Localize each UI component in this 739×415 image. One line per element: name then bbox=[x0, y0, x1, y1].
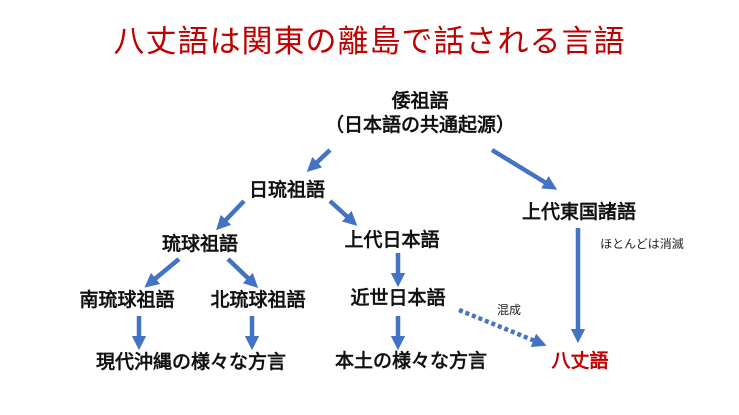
node-proto-wa-name: 倭祖語 bbox=[391, 90, 449, 112]
arrow-protowa-to-eastern bbox=[490, 148, 558, 190]
node-proto-wa-subtitle: （日本語の共通起源） bbox=[324, 114, 516, 136]
node-mainland-dialects: 本土の様々な方言 bbox=[334, 350, 488, 372]
node-eastern-old-japanese: 上代東国諸語 bbox=[521, 201, 637, 223]
node-early-modern-japanese: 近世日本語 bbox=[350, 287, 446, 309]
arrow-earlymodern-to-hachijo-dotted bbox=[458, 307, 547, 347]
note-mostly-extinct: ほとんどは消滅 bbox=[600, 237, 684, 251]
node-modern-okinawan-dialects: 現代沖縄の様々な方言 bbox=[95, 351, 287, 373]
arrow-protowa-to-protojaponic bbox=[306, 148, 332, 172]
node-north-ryukyuan: 北琉球祖語 bbox=[210, 289, 306, 311]
arrow-ryukyuan-to-south bbox=[144, 257, 181, 288]
arrow-protojaponic-to-ryukyuan bbox=[216, 199, 246, 231]
node-old-japanese: 上代日本語 bbox=[344, 229, 440, 251]
arrow-ryukyuan-to-north bbox=[226, 257, 259, 288]
node-south-ryukyuan: 南琉球祖語 bbox=[79, 289, 175, 311]
node-proto-japonic: 日琉祖語 bbox=[248, 179, 326, 201]
node-hachijo: 八丈語 bbox=[551, 350, 609, 372]
node-proto-wa: 倭祖語 （日本語の共通起源） bbox=[325, 89, 515, 137]
diagram-title: 八丈語は関東の離島で話される言語 bbox=[113, 24, 626, 60]
node-proto-ryukyuan: 琉球祖語 bbox=[161, 233, 239, 255]
note-mixing: 混成 bbox=[496, 303, 522, 317]
arrow-protojaponic-to-oldjapanese bbox=[328, 199, 358, 226]
